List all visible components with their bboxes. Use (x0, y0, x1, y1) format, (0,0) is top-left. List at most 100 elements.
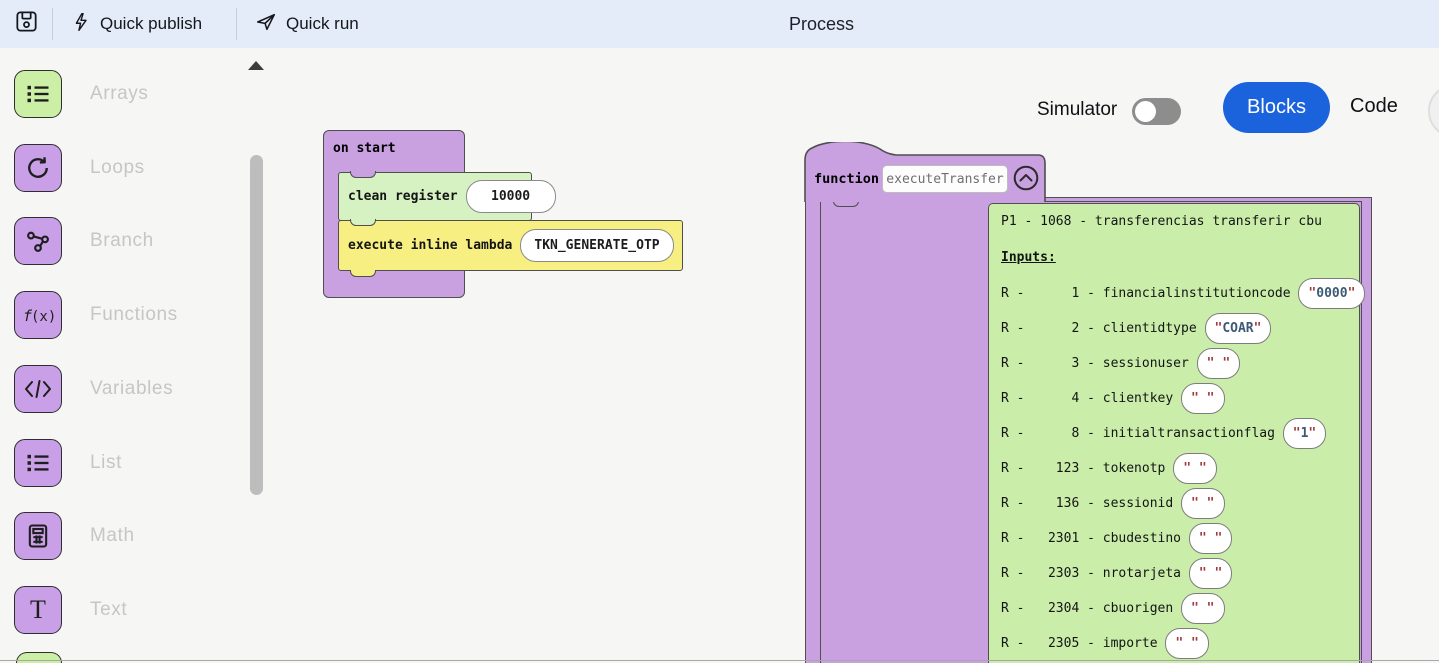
toolbox-item-label: Branch (90, 230, 154, 251)
page-title: Process (789, 14, 855, 34)
input-value-field[interactable]: " " (1181, 488, 1225, 519)
block-notch (350, 219, 376, 226)
execute-inline-lambda-label: execute inline lambda (348, 238, 513, 253)
function-name-field[interactable]: executeTransfer (882, 165, 1008, 193)
quick-publish-button[interactable]: Quick publish (71, 0, 202, 48)
workspace-bottom-edge (0, 660, 1439, 661)
comment-input-row: R - 2303 - nrotarjeta " " (1001, 556, 1233, 591)
execute-inline-lambda-block[interactable]: execute inline lambda TKN_GENERATE_OTP (338, 220, 683, 271)
clean-register-block[interactable]: clean register 10000 (338, 172, 556, 221)
input-value-field[interactable]: "COAR" (1204, 313, 1272, 344)
list-icon (14, 439, 62, 487)
partial-circle-button[interactable] (1428, 84, 1439, 138)
clean-register-label: clean register (348, 189, 458, 204)
comment-input-row: R - 2304 - cbuorigen " " (1001, 591, 1225, 626)
comment-input-row-text: R - 2 - clientidtype (1001, 321, 1205, 336)
toolbox-scrollbar[interactable] (250, 155, 263, 495)
toolbox-item-text[interactable]: T Text (14, 586, 127, 634)
calculator-icon (14, 512, 62, 560)
comment-inputs-heading: Inputs: (1001, 250, 1056, 265)
toolbox-item-variables[interactable]: Variables (14, 365, 173, 413)
input-value-field[interactable]: " " (1181, 593, 1225, 624)
save-button[interactable] (14, 0, 39, 48)
input-value-field[interactable]: " " (1173, 453, 1217, 484)
comment-input-row: R - 8 - initialtransactionflag "1" (1001, 416, 1327, 451)
code-view-button[interactable]: Code (1350, 95, 1398, 118)
fx-icon: f(x) (14, 291, 62, 339)
toolbox-item-label: Arrays (90, 83, 149, 104)
toolbar-divider (52, 8, 53, 40)
toolbox-item-arrays[interactable]: Arrays (14, 70, 149, 118)
comment-input-row-text: R - 4 - clientkey (1001, 391, 1182, 406)
svg-text:f: f (23, 307, 33, 325)
comment-input-row: R - 136 - sessionid " " (1001, 486, 1225, 521)
toolbar-divider (236, 8, 237, 40)
comment-input-row-text: R - 2304 - cbuorigen (1001, 601, 1182, 616)
svg-text:T: T (30, 595, 46, 624)
svg-text:(x): (x) (31, 309, 55, 325)
code-view-label: Code (1350, 95, 1398, 117)
scroll-up-arrow-icon[interactable] (248, 61, 264, 70)
input-value-field[interactable]: " " (1188, 523, 1233, 554)
comment-input-row-text: R - 136 - sessionid (1001, 496, 1182, 511)
block-notch (350, 171, 376, 178)
toolbox-item-math[interactable]: Math (14, 512, 135, 560)
toolbox-item-loops[interactable]: Loops (14, 144, 145, 192)
comment-title: P1 - 1068 - transferencias transferir cb… (1001, 214, 1322, 229)
input-value-field[interactable]: "1" (1282, 418, 1327, 449)
collapse-chevron-up-icon[interactable] (1012, 164, 1040, 192)
input-value-field[interactable]: " " (1181, 383, 1225, 414)
comment-input-row: R - 4 - clientkey " " (1001, 381, 1225, 416)
function-comment-block[interactable]: P1 - 1068 - transferencias transferir cb… (988, 203, 1366, 663)
comment-input-row: R - 1 - financialinstitutioncode "0000" (1001, 276, 1366, 311)
comment-input-row: R - 3 - sessionuser " " (1001, 346, 1241, 381)
save-icon (14, 9, 39, 39)
comment-input-row: R - 2305 - importe " " (1001, 626, 1209, 661)
comment-input-row: R - 123 - tokenotp " " (1001, 451, 1217, 486)
clean-register-value-field[interactable]: 10000 (465, 180, 556, 213)
list-icon (14, 70, 62, 118)
comment-input-row-text: R - 3 - sessionuser (1001, 356, 1197, 371)
comment-input-row-text: R - 2301 - cbudestino (1001, 531, 1189, 546)
quick-run-button[interactable]: Quick run (255, 0, 359, 48)
top-toolbar: Quick publish Quick run Process (0, 0, 1439, 48)
toolbox-item-label: Math (90, 525, 135, 546)
comment-input-row-text: R - 123 - tokenotp (1001, 461, 1174, 476)
lightning-bolt-icon (71, 11, 91, 38)
toolbox-item-partial[interactable] (16, 652, 62, 663)
simulator-toggle[interactable] (1132, 98, 1181, 125)
share-icon (14, 217, 62, 265)
blocks-view-label: Blocks (1247, 96, 1306, 118)
text-icon: T (14, 586, 62, 634)
comment-input-row: R - 2 - clientidtype "COAR" (1001, 311, 1272, 346)
send-arrow-icon (255, 11, 277, 38)
toolbox-item-label: Loops (90, 157, 145, 178)
toolbox-item-label: Functions (90, 304, 178, 325)
input-value-field[interactable]: "0000" (1298, 278, 1366, 309)
lambda-name-field[interactable]: TKN_GENERATE_OTP (520, 229, 674, 262)
function-keyword-label: function (814, 171, 880, 187)
toolbox-item-functions[interactable]: f(x) Functions (14, 291, 178, 339)
toggle-knob (1135, 101, 1156, 122)
toolbox-item-list[interactable]: List (14, 439, 122, 487)
quick-run-label: Quick run (286, 14, 359, 33)
input-value-field[interactable]: " " (1188, 558, 1233, 589)
toolbox-item-branch[interactable]: Branch (14, 217, 154, 265)
input-value-field[interactable]: " " (1196, 348, 1241, 379)
toolbox-item-label: List (90, 452, 122, 473)
on-start-label: on start (333, 141, 396, 156)
block-notch (350, 270, 376, 277)
comment-input-row-text: R - 8 - initialtransactionflag (1001, 426, 1283, 441)
code-icon (14, 365, 62, 413)
comment-input-row-text: R - 2305 - importe (1001, 636, 1166, 651)
rotate-icon (14, 144, 62, 192)
input-value-field[interactable]: " " (1165, 628, 1209, 659)
toolbox-item-label: Variables (90, 378, 174, 399)
simulator-label: Simulator (1037, 99, 1118, 120)
comment-input-row-text: R - 1 - financialinstitutioncode (1001, 286, 1299, 301)
toolbox-item-label: Text (90, 599, 128, 620)
comment-input-row: R - 2301 - cbudestino " " (1001, 521, 1233, 556)
blocks-view-button[interactable]: Blocks (1223, 82, 1330, 133)
quick-publish-label: Quick publish (100, 14, 203, 33)
